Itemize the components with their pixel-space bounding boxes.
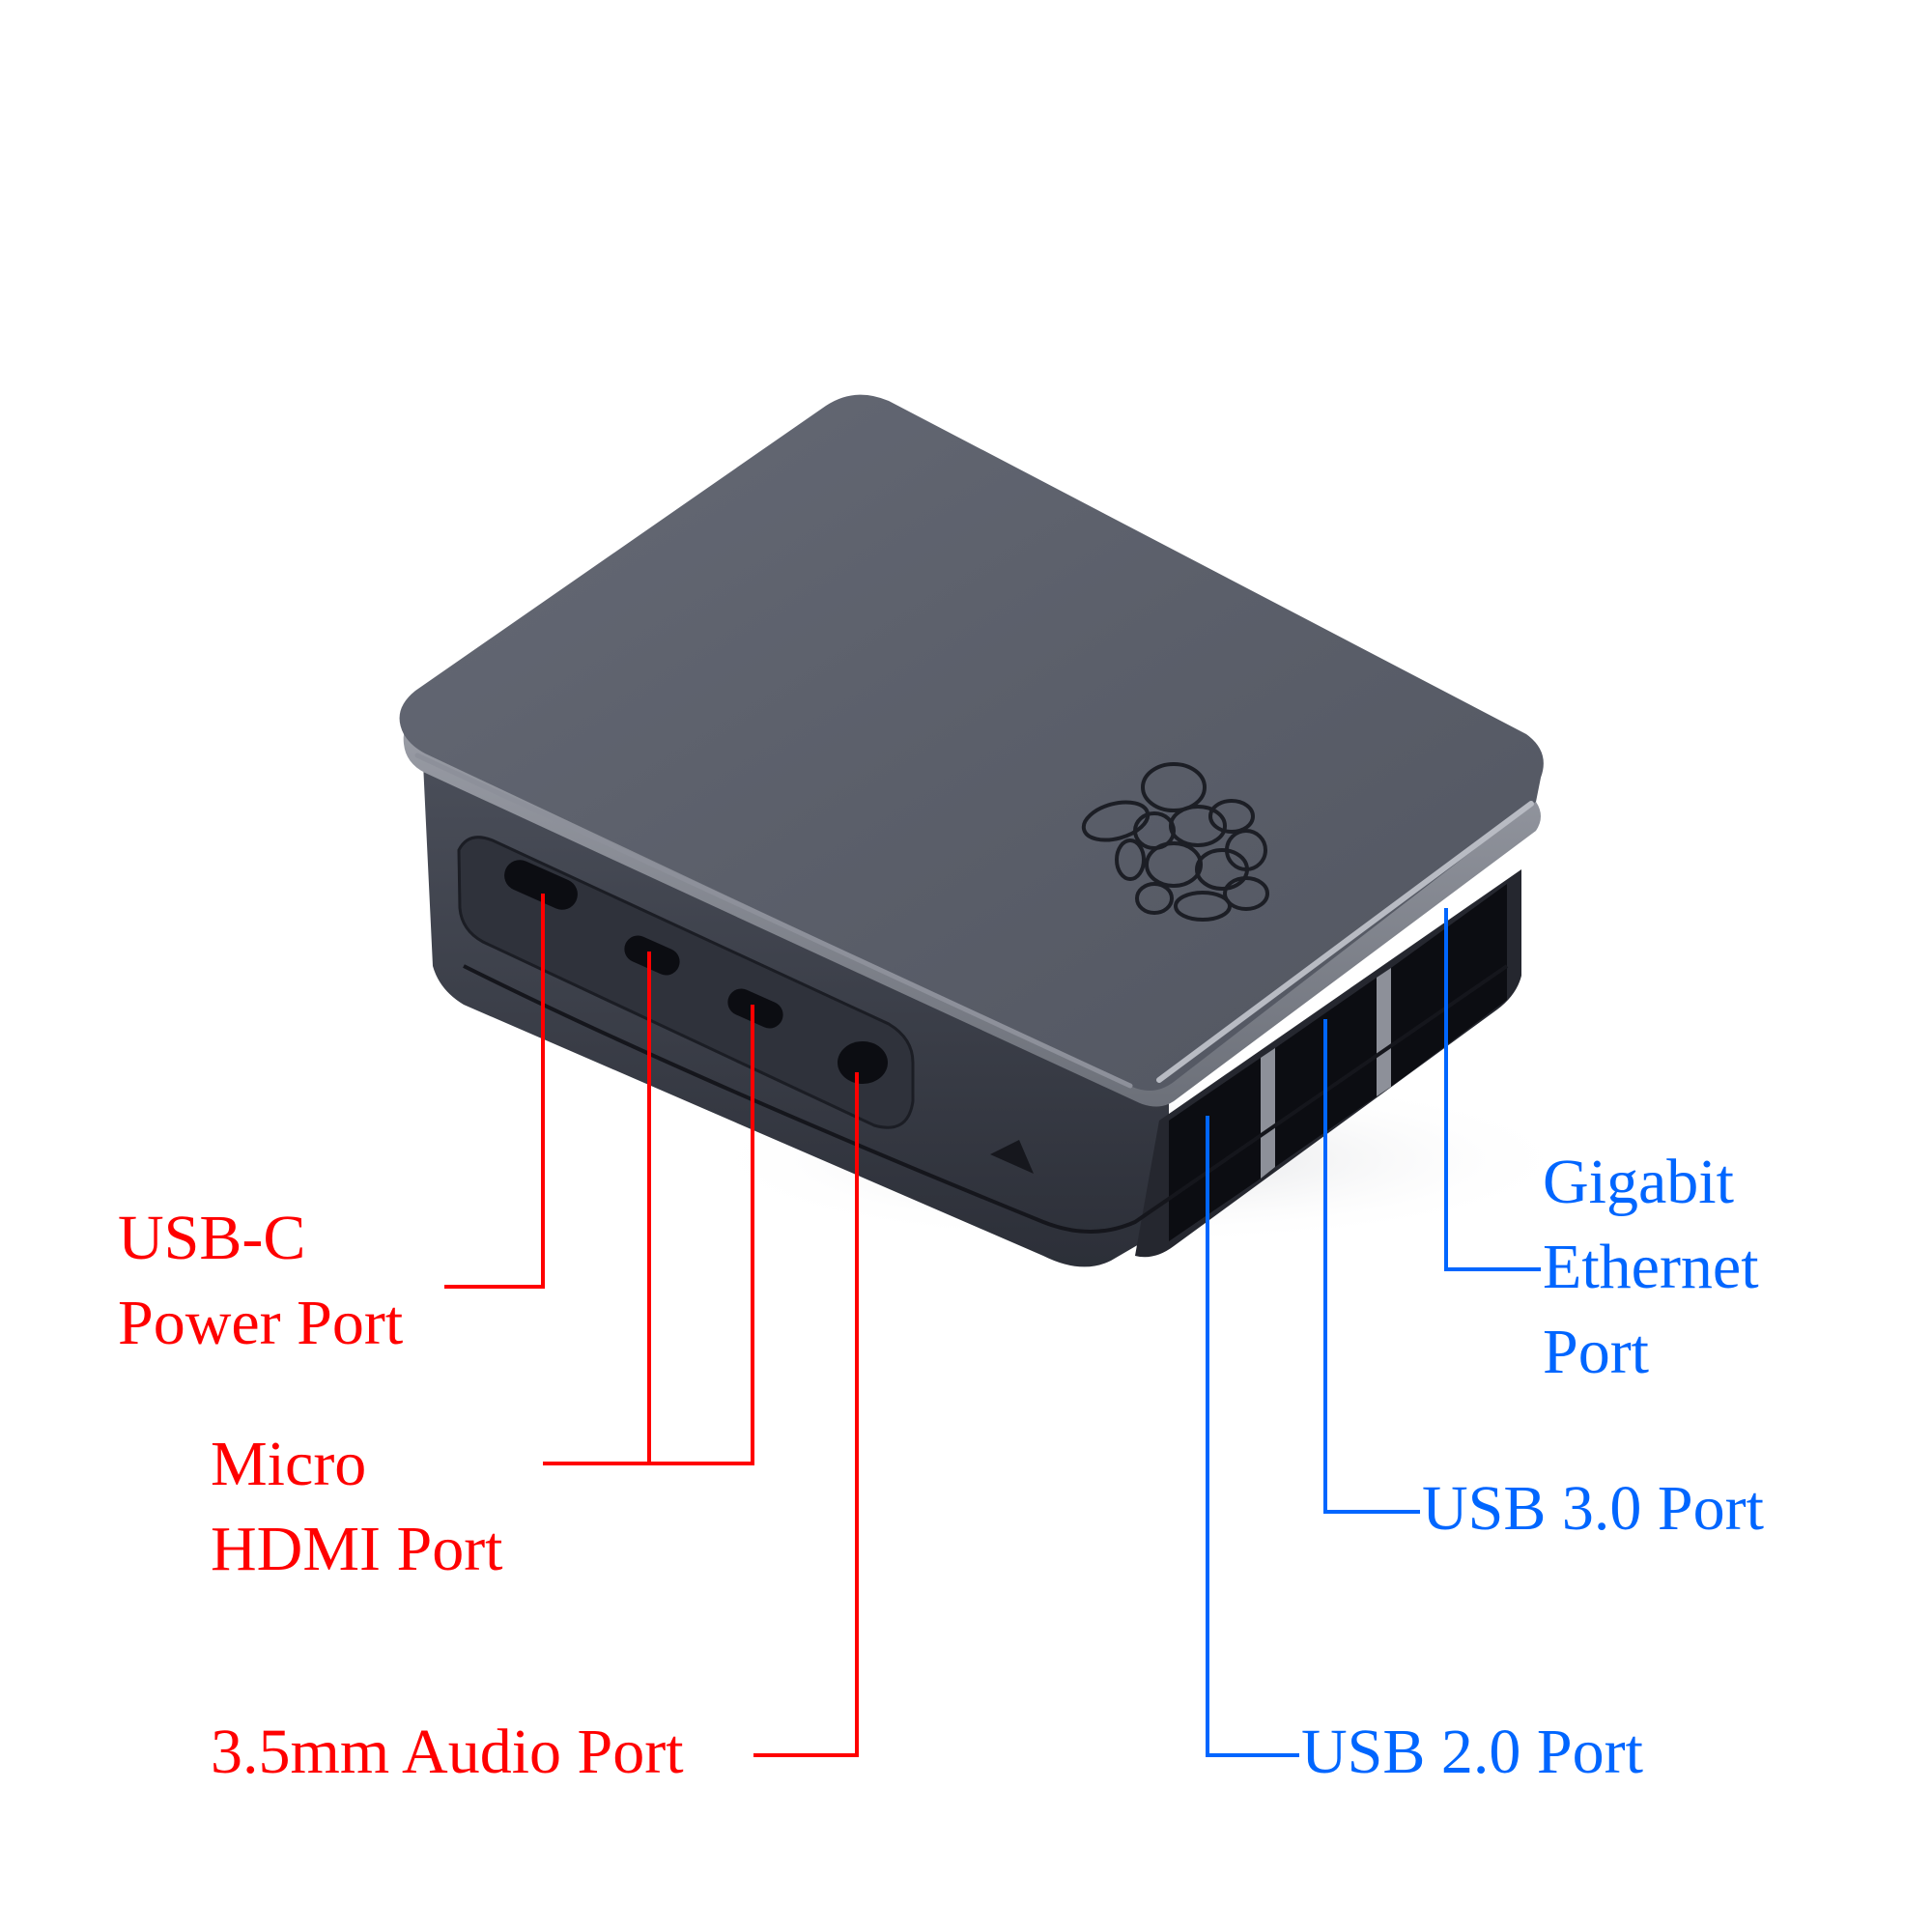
ethernet-leader-vertical xyxy=(1444,908,1448,1271)
label-line: 3.5mm Audio Port xyxy=(211,1717,684,1787)
usb3-leader-vertical xyxy=(1323,1019,1327,1514)
usb-c-slot xyxy=(504,860,578,910)
side-port-recess xyxy=(457,836,915,1129)
case-lid xyxy=(399,394,1544,1092)
label-line: Micro xyxy=(211,1429,367,1499)
audio-leader-vertical xyxy=(855,1072,859,1757)
usb2-opening xyxy=(1169,1058,1261,1241)
raspberry-logo-icon xyxy=(1081,762,1269,922)
gigabit-ethernet-port-label: Gigabit Ethernet Port xyxy=(1543,1140,1759,1395)
hdmi-leader-horizontal xyxy=(543,1462,754,1465)
usb3-port-label: USB 3.0 Port xyxy=(1422,1466,1764,1551)
usb2-leader-vertical xyxy=(1206,1116,1209,1757)
label-line: USB 2.0 Port xyxy=(1301,1717,1643,1787)
usb-c-leader-vertical xyxy=(541,894,545,1289)
label-line: HDMI Port xyxy=(211,1514,503,1584)
usb2-port-label: USB 2.0 Port xyxy=(1301,1710,1643,1795)
usb2-leader-horizontal xyxy=(1206,1753,1299,1757)
label-line: Port xyxy=(1543,1317,1650,1387)
base-seam xyxy=(463,964,1509,1234)
audio-leader-horizontal xyxy=(753,1753,859,1757)
audio-jack-hole xyxy=(838,1041,888,1084)
ethernet-leader-horizontal xyxy=(1444,1267,1541,1271)
vent-notch xyxy=(990,1140,1034,1174)
label-line: Power Port xyxy=(118,1288,404,1358)
label-line: Gigabit xyxy=(1543,1147,1734,1217)
label-line: USB-C xyxy=(118,1203,306,1273)
label-line: Ethernet xyxy=(1543,1232,1759,1302)
hdmi-slot-2 xyxy=(727,988,783,1029)
usb-c-power-port-label: USB-C Power Port xyxy=(118,1196,403,1366)
usb-c-leader-horizontal xyxy=(444,1285,545,1289)
ethernet-opening xyxy=(1391,884,1507,1087)
micro-hdmi-port-label: Micro HDMI Port xyxy=(211,1422,503,1592)
label-line: USB 3.0 Port xyxy=(1422,1473,1764,1544)
hdmi2-leader-vertical xyxy=(751,1005,754,1465)
audio-port-label: 3.5mm Audio Port xyxy=(211,1710,684,1795)
usb3-leader-horizontal xyxy=(1323,1510,1420,1514)
lid-edge-highlight xyxy=(1156,801,1534,1083)
port-divider-1 xyxy=(1261,1048,1275,1179)
port-divider-2 xyxy=(1377,968,1391,1096)
hdmi-slot-1 xyxy=(624,935,680,976)
hdmi1-leader-vertical xyxy=(647,952,651,1465)
lid-left-edge-highlight xyxy=(414,753,1133,1089)
